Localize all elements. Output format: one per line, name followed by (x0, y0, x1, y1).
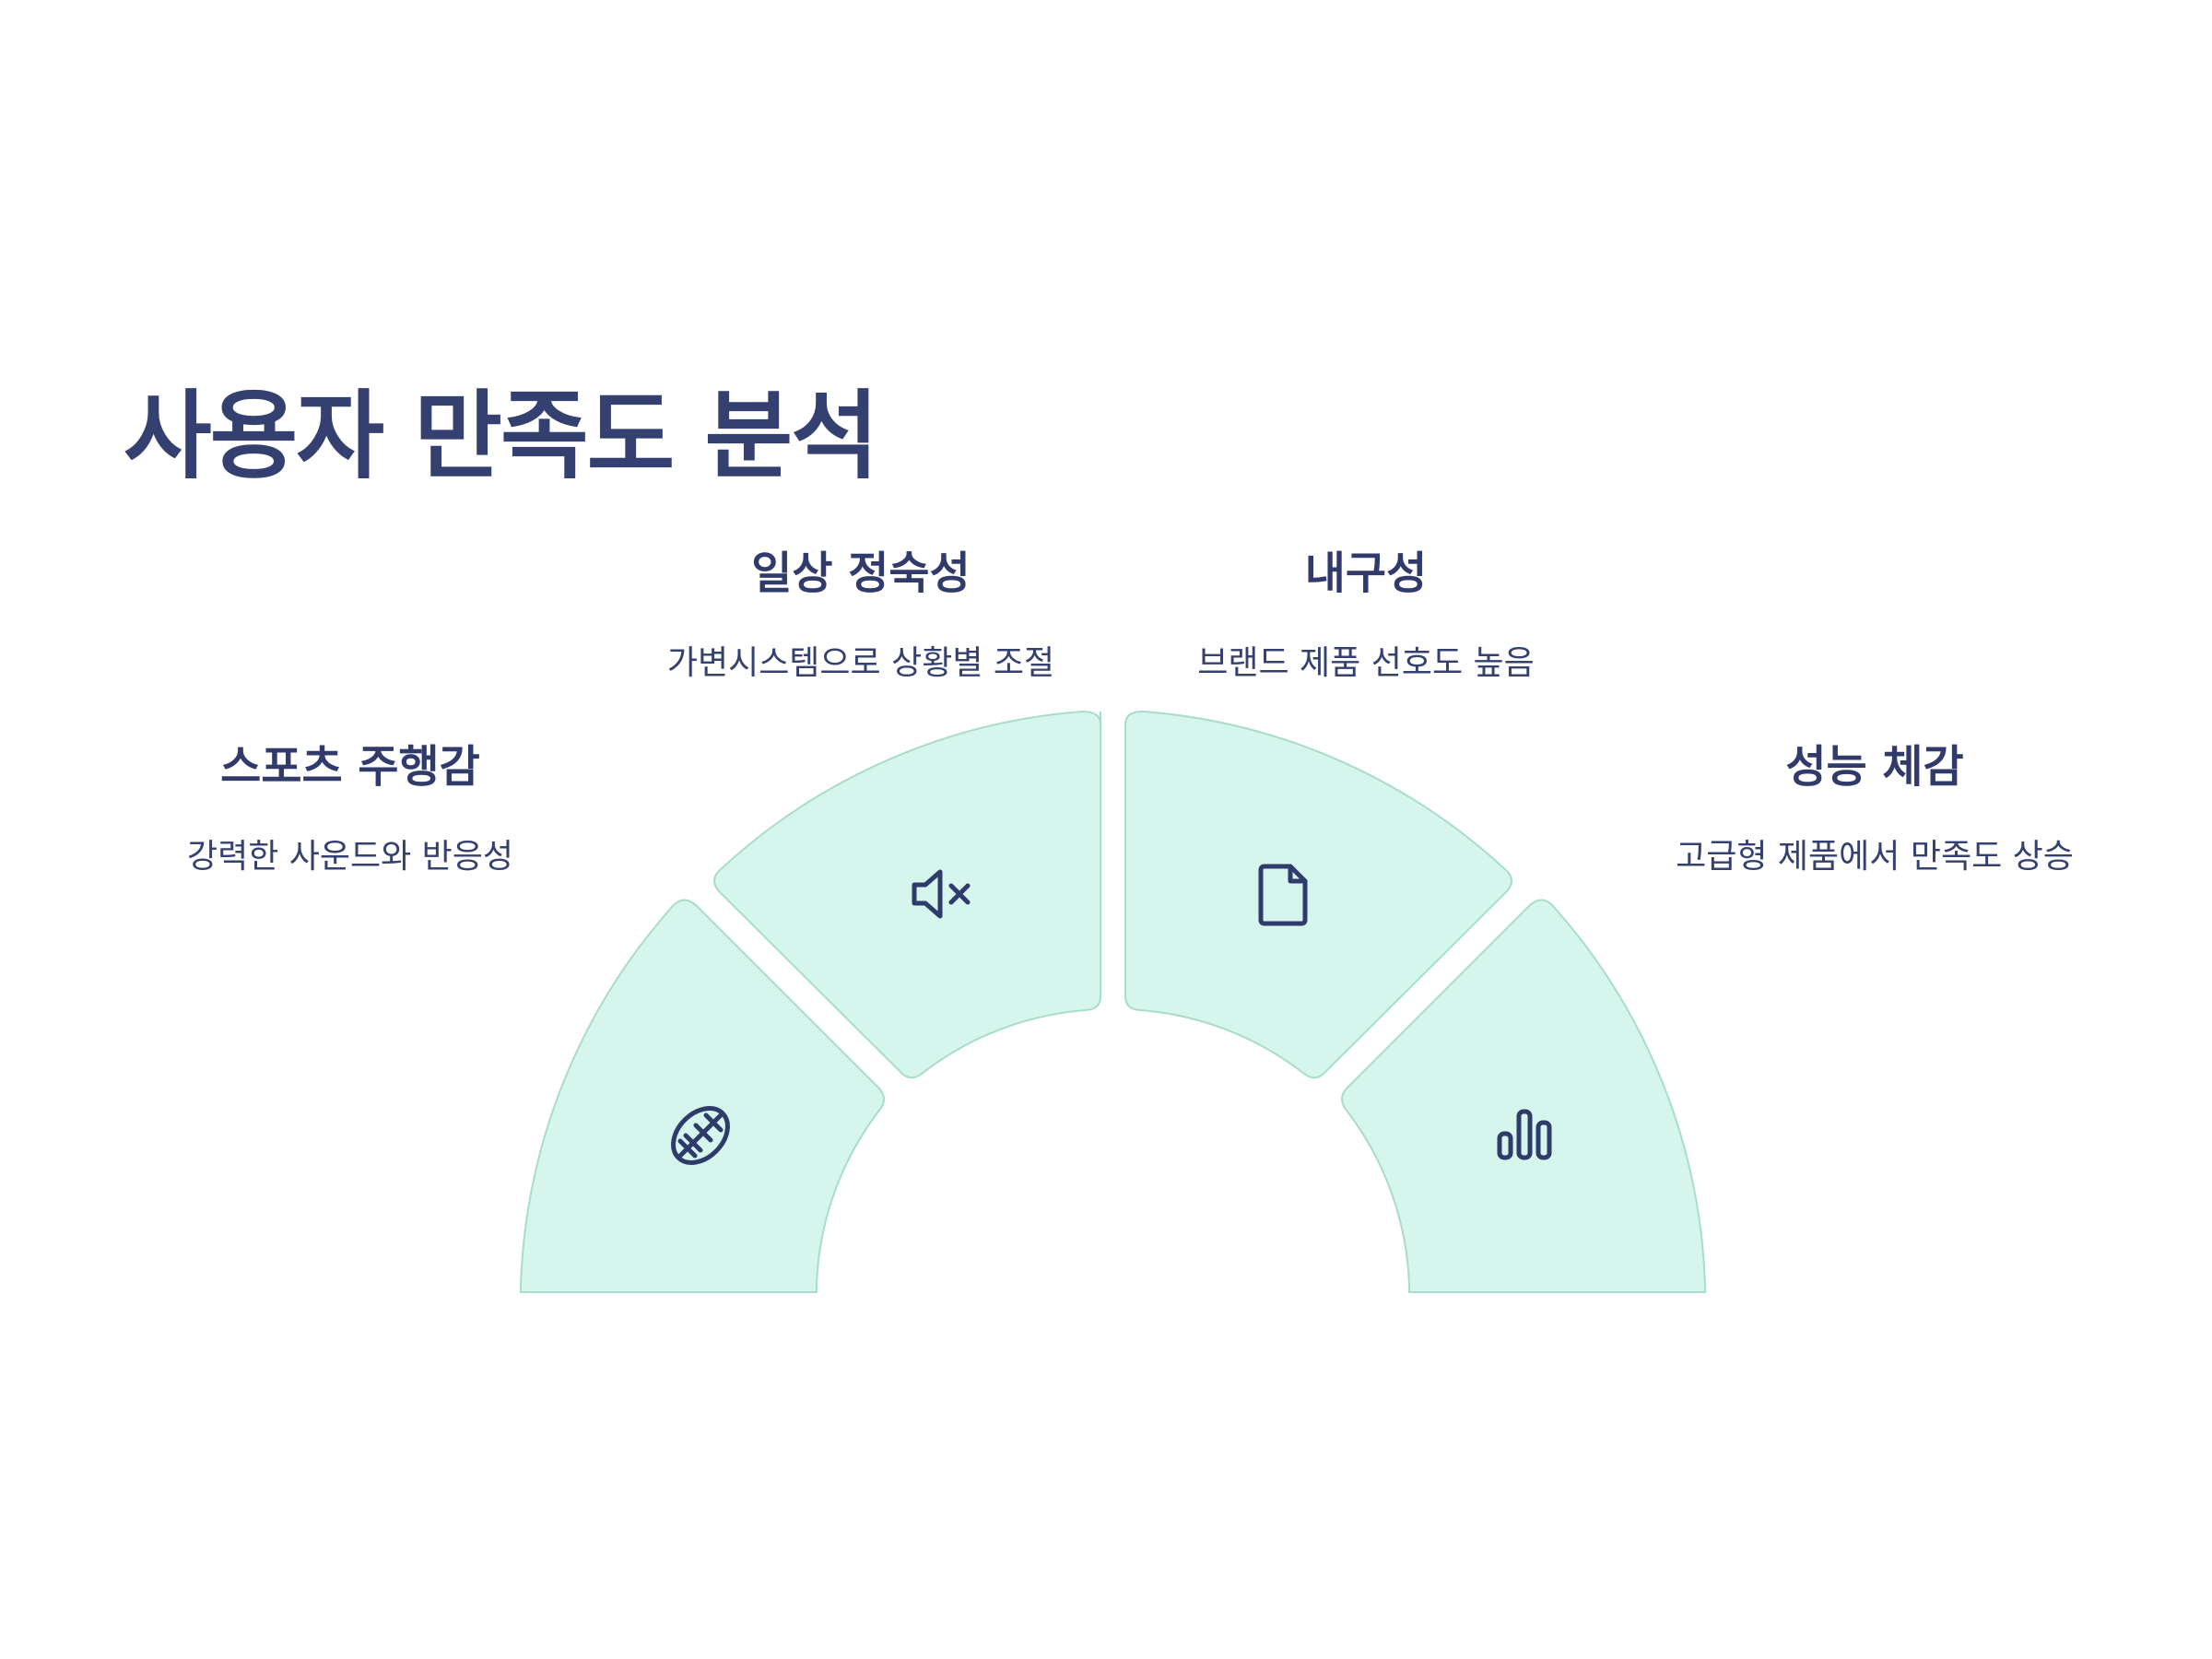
segment-sports[interactable] (520, 899, 885, 1293)
label-heading: 내구성 (1304, 547, 1428, 599)
segment-performance[interactable] (1341, 899, 1706, 1293)
bar-chart-icon (1497, 1109, 1552, 1160)
document-icon (1258, 864, 1308, 926)
label-description: 브랜드 제품 선호도 높음 (1197, 644, 1535, 682)
label-description: 고급형 제품에서 만족도 상승 (1676, 838, 2074, 876)
segment-durability[interactable] (1124, 710, 1512, 1079)
label-heading: 성능 체감 (1785, 741, 1964, 793)
label-heading: 일상 정숙성 (751, 547, 971, 599)
label-description: 강력한 사운드와 반응성 (186, 838, 514, 876)
mute-icon (912, 869, 971, 919)
label-description: 가변시스템으로 상황별 조절 (666, 644, 1055, 682)
label-performance: 성능 체감 고급형 제품에서 만족도 상승 (1552, 730, 2197, 877)
segment-daily[interactable] (713, 710, 1101, 1079)
label-daily: 일상 정숙성 가변시스템으로 상황별 조절 (538, 536, 1183, 684)
football-icon (671, 1106, 730, 1165)
label-heading: 스포츠 주행감 (220, 741, 480, 793)
label-durability: 내구성 브랜드 제품 선호도 높음 (1043, 536, 1688, 684)
label-sports: 스포츠 주행감 강력한 사운드와 반응성 (28, 730, 673, 877)
page-title: 사용자 만족도 분석 (124, 380, 879, 492)
